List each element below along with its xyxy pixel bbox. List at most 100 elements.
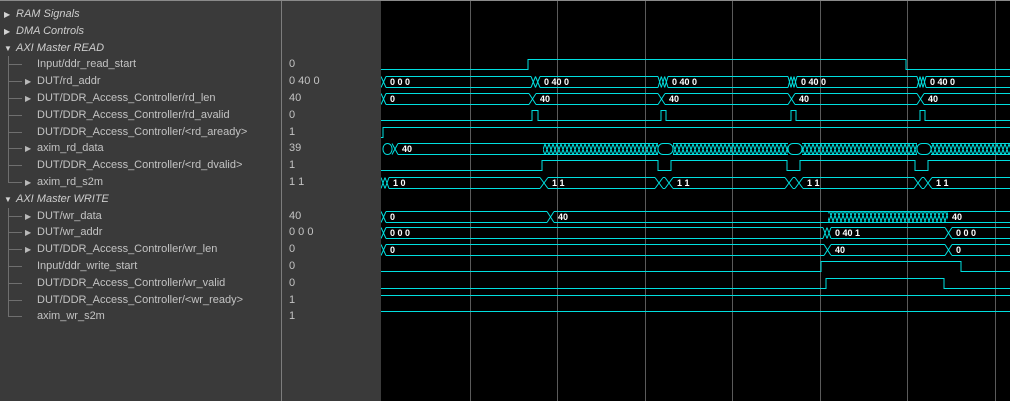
signal-value: 40 [289,92,302,104]
tree-guide-line [8,56,9,73]
bus-expander-icon[interactable]: ▶ [25,212,32,221]
tree-signal-row[interactable]: ▶DUT/DDR_Access_Controller/rd_len [0,90,281,107]
waveform-row[interactable] [381,59,1010,70]
tree-guide-line [8,258,9,275]
tree-group-row[interactable]: ▼ AXI Master WRITE [0,191,281,208]
tree-guide-tick [9,283,22,284]
waveform-row[interactable] [381,127,1010,138]
tree-guide-line [8,107,9,124]
tree-signal-row[interactable]: ▶ DUT/DDR_Access_Controller/wr_len [0,241,281,258]
tree-group-row[interactable]: ▼ AXI Master READ [0,40,281,57]
bus-value-label: 0 [956,245,961,255]
bus-expander-icon[interactable]: ▶ [25,144,32,153]
tree-guide-tick [9,81,22,82]
bus-value-label: 0 40 0 [930,77,955,87]
tree-guide-line [8,208,9,225]
bus-value-label: 0 40 0 [672,77,697,87]
tree-guide-tick [9,232,22,233]
waveform-row[interactable]: 0 40 0 [381,244,1010,256]
bus-expander-icon[interactable]: ▶ [25,94,32,103]
collapse-arrow-icon[interactable]: ▼ [4,44,12,53]
waveform-row[interactable] [381,160,1010,171]
waveform-row[interactable] [381,278,1010,289]
tree-signal-row[interactable]: DUT/DDR_Access_Controller/<rd_aready> [0,124,281,141]
signal-name-label: DUT/DDR_Access_Controller/wr_len [37,243,218,255]
tree-guide-tick [9,64,22,65]
signal-name-label: DUT/DDR_Access_Controller/wr_valid [37,277,226,289]
tree-guide-tick [9,300,22,301]
tree-signal-row[interactable]: Input/ddr_write_start [0,258,281,275]
tree-signal-row[interactable]: DUT/DDR_Access_Controller/<wr_ready> [0,292,281,309]
bus-value-label: 40 [952,212,962,222]
signal-value: 0 [289,243,296,255]
tree-guide-line [8,157,9,174]
bus-expander-icon[interactable]: ▶ [25,228,32,237]
bus-value-label: 40 [558,212,568,222]
tree-signal-row[interactable]: ▶ DUT/rd_addr [0,73,281,90]
signal-name-label: DUT/DDR_Access_Controller/rd_avalid [37,109,230,121]
signal-name-label: Input/ddr_write_start [37,260,138,272]
tree-group-row[interactable]: ▶DMA Controls [0,23,281,40]
bus-expander-icon[interactable]: ▶ [25,178,32,187]
signal-name-label: axim_wr_s2m [37,310,105,322]
tree-guide-tick [9,182,22,183]
tree-group-row[interactable]: ▶ RAM Signals [0,6,281,23]
bus-value-label: 40 [669,94,679,104]
waveform-row[interactable]: 40 [382,143,1010,155]
bus-expander-icon[interactable]: ▶ [25,245,32,254]
tree-signal-row[interactable]: ▶axim_rd_data [0,140,281,157]
signal-value: 1 [289,310,296,322]
bus-value-label: 1 1 [677,178,690,188]
bus-value-label: 40 [799,94,809,104]
tree-guide-line [8,73,9,90]
group-name-label: AXI Master READ [16,42,105,54]
bus-value-label: 0 40 1 [835,228,860,238]
signal-name-label: DUT/DDR_Access_Controller/<wr_ready> [37,294,244,306]
tree-signal-row[interactable]: DUT/DDR_Access_Controller/wr_valid [0,275,281,292]
tree-guide-tick [9,98,22,99]
tree-signal-row[interactable]: DUT/DDR_Access_Controller/<rd_dvalid> [0,157,281,174]
expand-arrow-icon[interactable]: ▶ [4,27,11,36]
tree-guide-line [8,224,9,241]
bus-value-label: 0 [390,245,395,255]
tree-guide-line [8,140,9,157]
signal-name-label: DUT/DDR_Access_Controller/<rd_aready> [37,126,248,138]
bus-value-label: 1 1 [807,178,820,188]
waveform-row[interactable] [381,110,1010,121]
signal-name-label: DUT/rd_addr [37,75,101,87]
collapse-arrow-icon[interactable]: ▼ [4,195,12,204]
tree-signal-row[interactable]: ▶DUT/wr_data [0,208,281,225]
bus-value-label: 40 [835,245,845,255]
tree-signal-row[interactable]: ▶axim_rd_s2m [0,174,281,191]
tree-signal-row[interactable]: ▶ DUT/wr_addr [0,224,281,241]
tree-guide-line [8,90,9,107]
tree-guide-tick [9,216,22,217]
bus-value-label: 1 1 [552,178,565,188]
bus-value-label: 40 [928,94,938,104]
bus-expander-icon[interactable]: ▶ [25,77,32,86]
signal-value: 0 [289,277,296,289]
tree-guide-line [8,174,9,183]
signal-name-label: DUT/wr_addr [37,226,103,238]
group-name-label: AXI Master WRITE [16,193,109,205]
tree-signal-row[interactable]: Input/ddr_read_start [0,56,281,73]
waveform-row[interactable] [381,261,1010,272]
signal-name-label: DUT/DDR_Access_Controller/<rd_dvalid> [37,159,243,171]
bus-value-label: 0 0 0 [390,77,410,87]
group-name-label: RAM Signals [16,8,80,20]
signal-value: 1 1 [289,176,305,188]
expand-arrow-icon[interactable]: ▶ [4,10,11,19]
tree-guide-tick [9,316,22,317]
tree-signal-row[interactable]: DUT/DDR_Access_Controller/rd_avalid [0,107,281,124]
tree-signal-row[interactable]: axim_wr_s2m [0,308,281,325]
bus-value-label: 0 0 0 [390,228,410,238]
signal-value: 39 [289,142,302,154]
